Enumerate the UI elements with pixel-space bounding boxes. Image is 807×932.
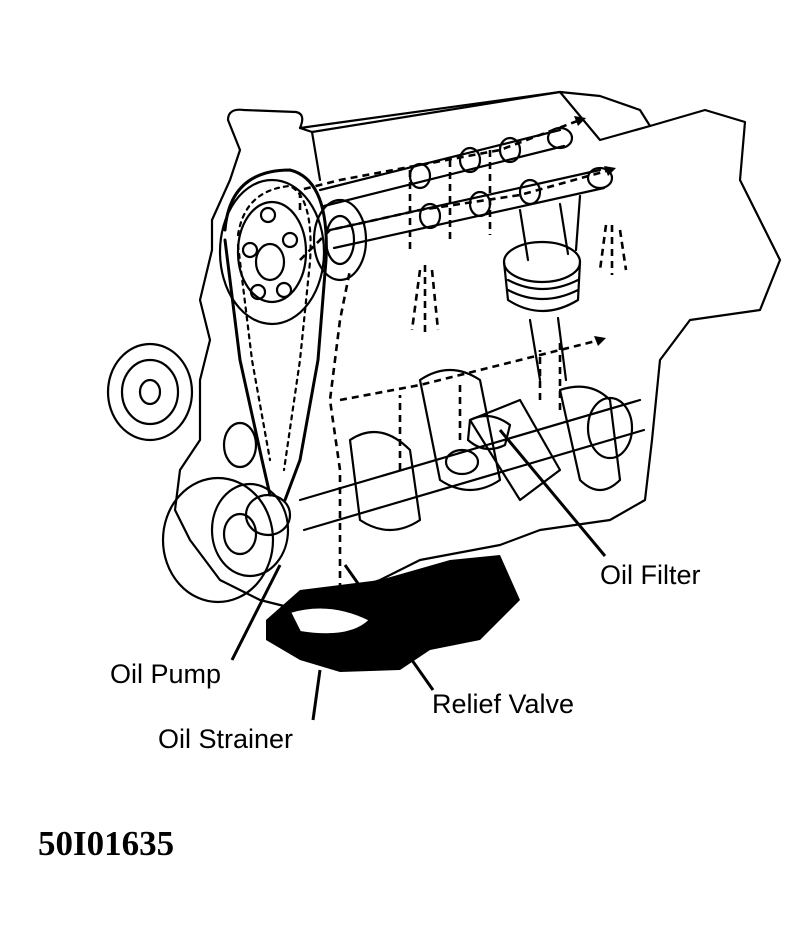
oil-flow-path	[328, 269, 352, 590]
idler-pulley	[222, 421, 258, 469]
crankshaft	[298, 398, 646, 532]
oil-strainer-label: Oil Strainer	[158, 724, 294, 754]
oil-filter-label: Oil Filter	[600, 560, 701, 590]
oil-pan	[266, 555, 520, 672]
engine-block-outline	[173, 90, 782, 612]
oil-strainer	[288, 606, 372, 636]
relief-valve-body	[444, 448, 480, 476]
cam-sprocket	[218, 178, 326, 326]
cam-gear	[312, 198, 368, 282]
oil-filter-housing	[466, 414, 512, 451]
timing-belt	[223, 168, 328, 502]
crank-pulley	[161, 476, 275, 604]
connecting-rod	[528, 316, 568, 382]
oil-pump-body	[244, 493, 292, 537]
oil-pump-leader	[230, 564, 282, 661]
camshaft-lower	[328, 168, 606, 250]
oil-strainer-leader	[311, 669, 322, 721]
relief-valve-leader	[343, 564, 435, 691]
piston	[502, 240, 582, 284]
figure-code: 50I01635	[38, 824, 175, 863]
relief-valve-label: Relief Valve	[432, 689, 575, 719]
camshaft-upper	[318, 128, 566, 208]
alternator	[106, 342, 194, 442]
oil-filter-leader	[498, 429, 607, 557]
valve-cover	[298, 90, 652, 182]
oil-pump-label: Oil Pump	[110, 659, 222, 689]
